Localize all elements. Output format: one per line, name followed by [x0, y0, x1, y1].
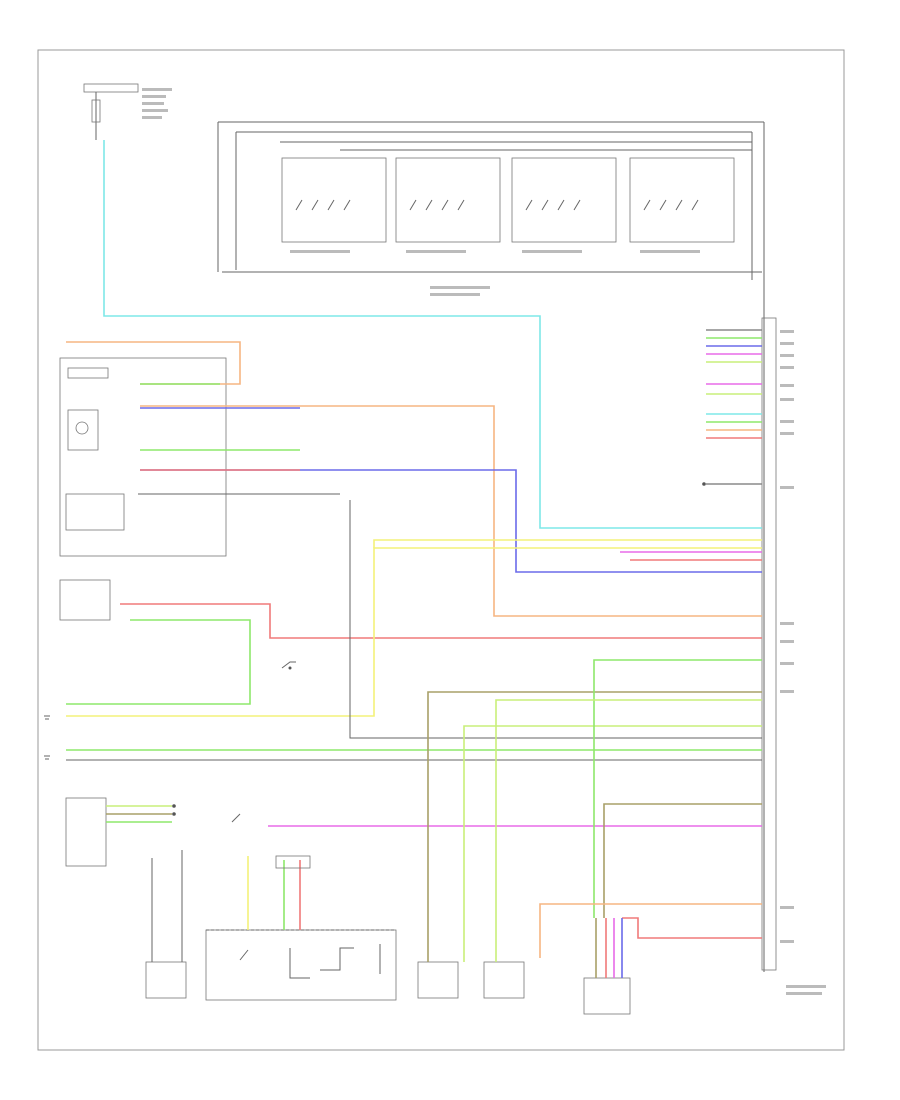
sensor-module: [65, 797, 107, 867]
right-stubs: [702, 329, 762, 486]
combination-meter: [205, 855, 397, 1001]
wire-lime-c: [495, 699, 762, 940]
wire-olive-a: [427, 691, 762, 940]
wire-yellow-b: [373, 539, 762, 548]
wire-gray-vert: [349, 500, 762, 739]
bottom-components: [145, 850, 631, 1015]
wire-lime-b: [593, 659, 762, 918]
wire-orange-main: [140, 405, 762, 617]
switch-module-3: [511, 157, 617, 243]
wire-yellow-a: [66, 547, 762, 717]
sensor-icon: [417, 961, 459, 999]
module-left-lower: [59, 579, 111, 621]
module-left-upper: [59, 357, 227, 557]
connector-dot-icon: [172, 812, 176, 816]
wire-blue-main: [140, 469, 762, 573]
sensor-stubs: [106, 804, 176, 823]
switch-module-2: [395, 157, 501, 243]
diagram-frame: [37, 49, 845, 1051]
motor-icon: [145, 961, 187, 999]
switch-module-1: [281, 157, 387, 243]
ground-icon: [44, 715, 50, 760]
fuse-block: [83, 83, 172, 140]
sensor-icon: [483, 961, 525, 999]
wire-olive-b: [603, 803, 762, 918]
wire-lime-a: [463, 725, 762, 940]
top-bus: [217, 121, 765, 972]
connector-dot-icon: [172, 804, 176, 808]
switch-modules: [281, 157, 735, 296]
connector-dot-icon: [702, 482, 706, 486]
switch-module-4: [629, 157, 735, 243]
wire-green-c: [66, 619, 251, 705]
sensor-icon: [583, 977, 631, 1015]
wire-cyan: [103, 140, 762, 529]
wire-orange-low: [539, 903, 762, 958]
left-modules: [59, 357, 227, 867]
wire-red-low: [622, 917, 762, 939]
switch-icon: [231, 661, 296, 823]
ecu-connector-strip: [761, 317, 826, 995]
wire-red-main: [120, 603, 762, 639]
